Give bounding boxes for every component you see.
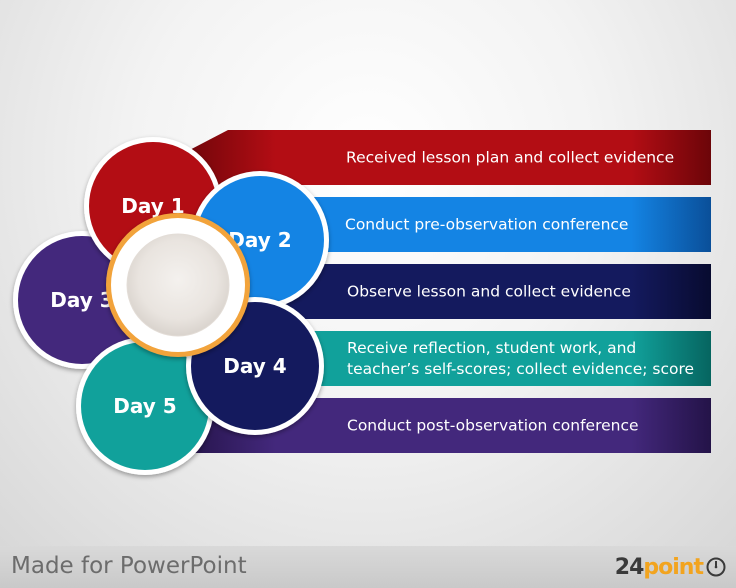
day-5-circle: Day 5	[76, 337, 214, 475]
ribbon-text: Observe lesson and collect evidence	[347, 283, 631, 301]
day-3-circle: Day 3	[13, 231, 151, 369]
brand-word: point	[643, 554, 704, 580]
ribbon-band	[180, 130, 711, 185]
ribbon-text: Conduct pre-observation conference	[345, 216, 628, 234]
day-label: Day 4	[223, 354, 286, 378]
ribbon-1: Received lesson plan and collect evidenc…	[180, 130, 711, 185]
ribbon-band	[180, 398, 711, 453]
day-label: Day 5	[113, 394, 176, 418]
ribbon-text: Received lesson plan and collect evidenc…	[346, 149, 674, 167]
day-label: Day 3	[50, 288, 113, 312]
center-hub	[106, 213, 250, 357]
ribbon-text: Conduct post-observation conference	[347, 417, 639, 435]
footer-bar: Made for PowerPoint 24 point	[0, 546, 736, 588]
day-cycle-diagram: Received lesson plan and collect evidenc…	[13, 130, 711, 475]
footer-text: Made for PowerPoint	[11, 553, 247, 579]
ribbon-text: Receive reflection, student work, and	[347, 339, 636, 357]
brand-logo: 24 point	[615, 554, 726, 580]
brand-number: 24	[614, 554, 645, 580]
slide: Received lesson plan and collect evidenc…	[0, 0, 736, 547]
clock-icon	[706, 557, 726, 577]
ribbon-5: Conduct post-observation conference	[180, 398, 711, 453]
ribbon-text: teacher’s self-scores; collect evidence;…	[347, 360, 694, 378]
